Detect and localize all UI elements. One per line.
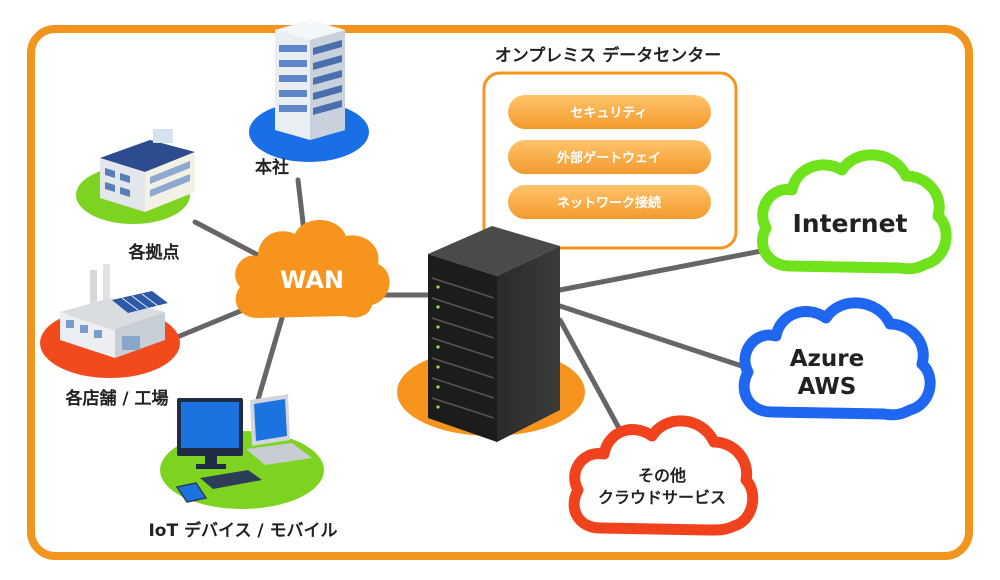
azure-label: Azure <box>790 346 865 372</box>
hq-node: 本社 <box>249 20 369 178</box>
function-pill-label: セキュリティ <box>570 106 647 121</box>
internet-cloud: Internet <box>756 149 952 275</box>
server-node <box>397 226 585 442</box>
branches-label: 各拠点 <box>128 242 180 263</box>
desktop-monitor-icon <box>177 398 243 469</box>
link-server-internet <box>557 244 785 293</box>
function-pill-gateway: 外部ゲートウェイ <box>508 140 711 174</box>
function-pill-security: セキュリティ <box>508 95 711 129</box>
other-cloud: その他 クラウドサービス <box>568 415 759 536</box>
function-pill-label: ネットワーク接続 <box>557 195 661 211</box>
stores-label: 各店舗 / 工場 <box>64 388 168 409</box>
wan-cloud: WAN <box>235 219 390 318</box>
smartphone-icon <box>175 482 208 503</box>
link-server-azure <box>557 303 763 375</box>
iot-node: IoT デバイス / モバイル <box>148 394 338 541</box>
factory-icon <box>60 264 168 358</box>
laptop-icon <box>246 394 312 465</box>
iot-label: IoT デバイス / モバイル <box>148 520 337 541</box>
link-server-other <box>557 317 623 433</box>
azure-aws-cloud: Azure AWS <box>738 297 936 421</box>
keyboard-icon <box>200 470 262 489</box>
function-pill-network: ネットワーク接続 <box>508 185 711 219</box>
other-cloud-label-1: その他 <box>638 466 686 485</box>
internet-label: Internet <box>792 209 907 238</box>
internet-cloud-shape <box>756 149 952 275</box>
link-wan-branches <box>192 219 261 258</box>
wan-label: WAN <box>280 266 344 294</box>
other-cloud-shape <box>568 415 759 536</box>
stores-node: 各店舗 / 工場 <box>40 264 180 409</box>
other-cloud-label-2: クラウドサービス <box>598 488 726 507</box>
datacenter-panel: オンプレミス データセンター セキュリティ 外部ゲートウェイ ネットワーク接続 <box>482 45 738 250</box>
office-building-icon <box>100 129 195 212</box>
branches-node: 各拠点 <box>76 129 195 263</box>
hq-label: 本社 <box>255 157 289 178</box>
datacenter-title: オンプレミス データセンター <box>495 45 721 66</box>
hq-building-icon <box>275 20 345 140</box>
function-pill-label: 外部ゲートウェイ <box>556 150 661 166</box>
server-rack-icon <box>428 226 560 442</box>
wan-cloud-shape <box>235 219 390 318</box>
aws-label: AWS <box>798 374 857 400</box>
link-wan-iot <box>252 315 285 413</box>
azure-aws-cloud-shape <box>738 297 936 421</box>
